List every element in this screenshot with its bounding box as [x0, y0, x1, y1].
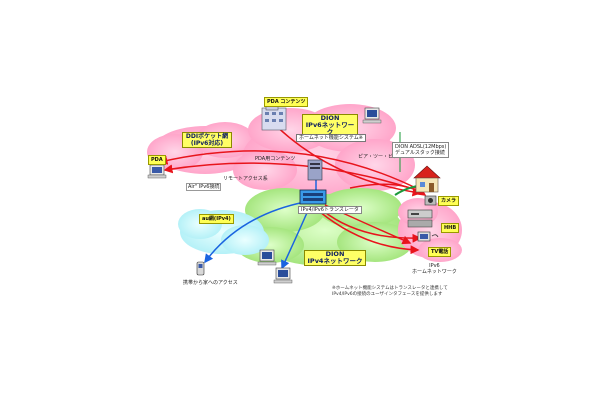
camera-label: カメラ: [438, 196, 460, 206]
pc-bottom-icon: [273, 267, 293, 284]
dion-adsl-line2: デュアルスタック接続: [395, 150, 445, 156]
dion-ipv6-title-line2: IPv6ネットワーク: [305, 121, 355, 136]
translator-icon: [299, 189, 327, 205]
mobile-phone-icon: [196, 261, 205, 276]
camera-icon: [424, 195, 437, 206]
air-ipv6-label: Air" IPv6接続: [186, 183, 222, 191]
dion-adsl-line1: DION ADSL(12Mbps): [395, 144, 447, 150]
remote-access-label: リモートアクセス系: [223, 176, 268, 182]
mobile-access-label: 携帯から家へのアクセス: [183, 280, 238, 286]
pda-contents-small-label: PDA用コンテンツ: [255, 156, 296, 162]
ddi-network-title: DDIポケット網 (IPv6対応): [182, 132, 232, 148]
hhb-device-icon: [407, 209, 433, 228]
tv-phone-label: TV電話: [428, 247, 452, 257]
footnote-line1: ※ホームネット機能システムはトランスレータと連携して: [332, 286, 448, 291]
home-system-label: ホームネット機能システム※: [296, 134, 366, 142]
pc-au-icon: [257, 249, 277, 266]
home-network-label: IPv6 ホームネットワーク: [412, 263, 457, 275]
pda-label: PDA: [148, 155, 166, 165]
tv-phone-icon: [417, 231, 439, 242]
pda-contents-label: PDA コンテンツ: [264, 97, 309, 107]
pda-device-icon: [147, 164, 167, 179]
house-icon: [413, 165, 441, 193]
home-network-line1: IPv6: [429, 263, 440, 269]
pda-contents-server-icon: [261, 103, 287, 131]
dion-ipv6-title-line1: DION: [320, 114, 340, 122]
home-network-line2: ホームネットワーク: [412, 269, 457, 275]
peer-to-peer-label: ピア・ツー・ピア: [358, 154, 399, 160]
dion-ipv4-title-line2: IPv4ネットワーク: [307, 257, 363, 265]
hhb-label: HHB: [441, 223, 460, 233]
dion-ipv4-title: DION IPv4ネットワーク: [304, 250, 366, 266]
dion-ipv4-cloud: [236, 188, 413, 266]
au-network-label: au網(IPv4): [199, 214, 234, 224]
ddi-network-title-line1: DDIポケット網: [185, 133, 229, 140]
ddi-network-title-line2: (IPv6対応): [190, 140, 224, 147]
dion-adsl-label: DION ADSL(12Mbps) デュアルスタック接続: [392, 142, 450, 158]
footnote: ※ホームネット機能システムはトランスレータと連携して IPv4/IPv6の接続の…: [332, 286, 448, 298]
dion-ipv4-title-line1: DION: [325, 250, 345, 258]
pc-top-icon: [362, 107, 382, 124]
red-links: [158, 119, 427, 255]
translator-label: IPv4/IPv6トランスレータ: [298, 206, 362, 214]
footnote-line2: IPv4/IPv6の接続のユーザインタフェースを提供します: [332, 292, 443, 297]
home-system-server-icon: [307, 159, 323, 181]
